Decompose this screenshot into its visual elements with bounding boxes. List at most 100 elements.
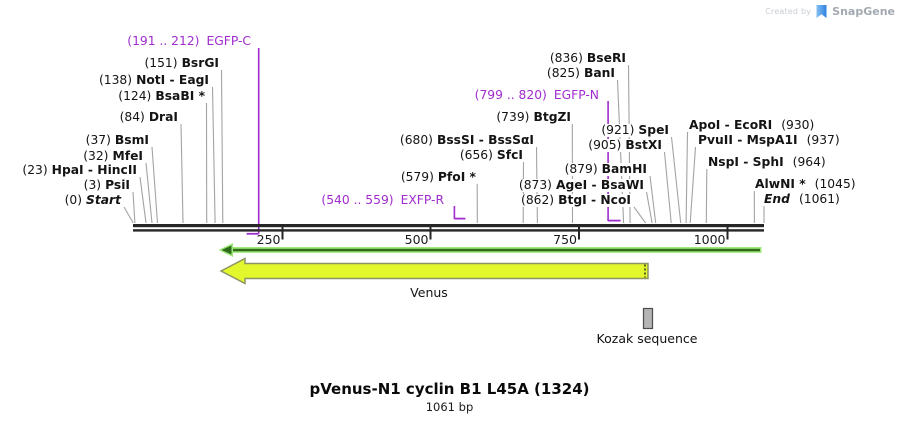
site-position: (930) [781, 118, 815, 132]
site-name: PsiI [105, 178, 130, 192]
site-connector-line-start [123, 206, 134, 224]
site-position: (739) [496, 110, 530, 124]
site-position: (836) [549, 51, 583, 65]
site-label-noti-eagi[interactable]: (138)NotI - EagI [97, 73, 210, 87]
site-position: (84) [119, 110, 145, 124]
venus-arrow[interactable] [219, 257, 649, 285]
site-name: DraI [148, 110, 178, 124]
site-label-bsmi[interactable]: (37)BsmI [84, 133, 150, 147]
site-label-agei-bsawi[interactable]: (873)AgeI - BsaWI [517, 178, 645, 192]
site-position: (825) [546, 66, 580, 80]
site-name: EXFP-R [400, 193, 444, 207]
site-connector-line-agei-bsawi [645, 191, 653, 224]
site-label-bstxi[interactable]: (905)BstXI [587, 139, 663, 152]
site-label-start[interactable]: (0)Start [63, 193, 122, 207]
backbone-bottom-line [133, 229, 764, 232]
site-label-bsrgi[interactable]: (151)BsrGI [143, 57, 220, 70]
site-label-end[interactable]: End(1061) [763, 193, 841, 206]
site-label-bamhi[interactable]: (879)BamHI [563, 162, 648, 176]
site-connector-line-bstxi [663, 151, 672, 224]
site-name: BanI [583, 66, 615, 80]
site-name: BstXI [625, 138, 662, 152]
site-name: BseRI [586, 51, 626, 65]
map-length: 1061 bp [425, 400, 474, 414]
site-position: (879) [564, 162, 598, 176]
site-name: NotI - EagI [136, 73, 209, 87]
site-name: ApoI - EcoRI [689, 118, 773, 132]
site-position: (124) [118, 89, 152, 103]
site-position: (905) [588, 138, 622, 152]
site-name: Start [86, 193, 121, 207]
site-label-btgi-ncoi[interactable]: (862)BtgI - NcoI [520, 194, 632, 207]
site-position: (862) [521, 193, 555, 207]
primer-label-egfp-n[interactable]: (799 .. 820)EGFP-N [473, 88, 600, 102]
site-label-drai[interactable]: (84)DraI [118, 110, 179, 124]
site-label-hpai-hincii[interactable]: (23)HpaI - HincII [21, 164, 138, 177]
site-name: HpaI - HincII [51, 163, 137, 177]
site-connector-line-spei [670, 136, 682, 224]
site-label-pfoi[interactable]: (579)PfoI * [399, 170, 477, 184]
primer-label-egfp-c[interactable]: (191 .. 212) EGFP-C [126, 35, 252, 48]
site-label-apoi-ecori[interactable]: ApoI - EcoRI (930) [688, 118, 816, 132]
site-position: (540 .. 559) [321, 193, 394, 207]
site-position: (191 .. 212) [127, 34, 200, 48]
site-position: (3) [83, 178, 102, 192]
site-name: SfcI [496, 148, 523, 162]
kozak-sequence-box[interactable] [642, 307, 654, 330]
site-label-spei[interactable]: (921)SpeI [600, 124, 670, 137]
site-position: (579) [400, 170, 434, 184]
ruler-number-250: 250 [256, 232, 281, 247]
site-label-nspi-sphi[interactable]: NspI - SphI(964) [707, 156, 827, 169]
site-name: BtgI - NcoI [558, 193, 631, 207]
kozak-feature-label: Kozak sequence [596, 331, 698, 346]
site-name: AgeI - BsaWI [555, 178, 644, 192]
site-label-bsssi-bsss-i[interactable]: (680)BssSI - BssSαI [398, 133, 535, 147]
site-name: SpeI [638, 123, 669, 137]
site-connector-line-bsrgi [220, 69, 224, 224]
site-name: End [764, 192, 790, 206]
site-name: PfoI * [437, 170, 476, 184]
site-name: MfeI [112, 149, 143, 163]
ruler-number-1000: 1000 [693, 232, 726, 247]
site-label-pvuii-mspa1i[interactable]: PvuII - MspA1I (937) [697, 134, 841, 147]
site-label-psii[interactable]: (3)PsiI [82, 178, 131, 192]
site-name: EGFP-N [553, 88, 599, 102]
site-label-bseri[interactable]: (836)BseRI [548, 51, 627, 65]
site-position: (151) [144, 56, 178, 70]
site-position: (680) [399, 133, 433, 147]
watermark-created-by-text: Created by [765, 7, 812, 16]
site-connector-line-nspi-sphi [705, 168, 708, 224]
watermark-brand-text: SnapGene [832, 5, 895, 18]
venus-feature-label: Venus [410, 285, 448, 300]
site-connector-line-noti-eagi [211, 86, 216, 224]
primer-label-exfp-r[interactable]: (540 .. 559) EXFP-R [320, 194, 445, 207]
site-name: PvuII - MspA1I [698, 133, 798, 147]
site-label-bsabi[interactable]: (124)BsaBI * [117, 90, 206, 103]
site-name: BsaBI * [155, 89, 205, 103]
site-connector-line-apoi-ecori [685, 131, 689, 224]
site-label-alwni[interactable]: AlwNI * (1045) [754, 178, 857, 191]
site-name: BtgZI [533, 110, 571, 124]
site-position: (1045) [814, 177, 856, 191]
site-position: (32) [83, 149, 109, 163]
site-name: BsmI [114, 133, 149, 147]
site-label-mfei[interactable]: (32)MfeI [82, 150, 144, 163]
site-label-btgzi[interactable]: (739)BtgZI [495, 111, 572, 124]
site-label-bani[interactable]: (825)BanI [545, 66, 616, 80]
snapgene-logo-icon [816, 5, 827, 18]
site-name: AlwNI * [755, 177, 806, 191]
site-name: EGFP-C [206, 34, 251, 48]
site-connector-line-bamhi [649, 175, 657, 224]
site-connector-line-pvuii-mspa1i [689, 146, 697, 224]
site-connector-line-mfei [145, 162, 153, 224]
site-position: (0) [64, 193, 83, 207]
site-position: (23) [22, 163, 48, 177]
site-label-sfci[interactable]: (656)SfcI [458, 148, 524, 162]
backbone-top-line [133, 224, 764, 228]
site-position: (921) [601, 123, 635, 137]
site-position: (937) [806, 133, 840, 147]
snapgene-watermark: Created by SnapGene [765, 4, 895, 19]
site-connector-line-bsmi [151, 146, 159, 224]
